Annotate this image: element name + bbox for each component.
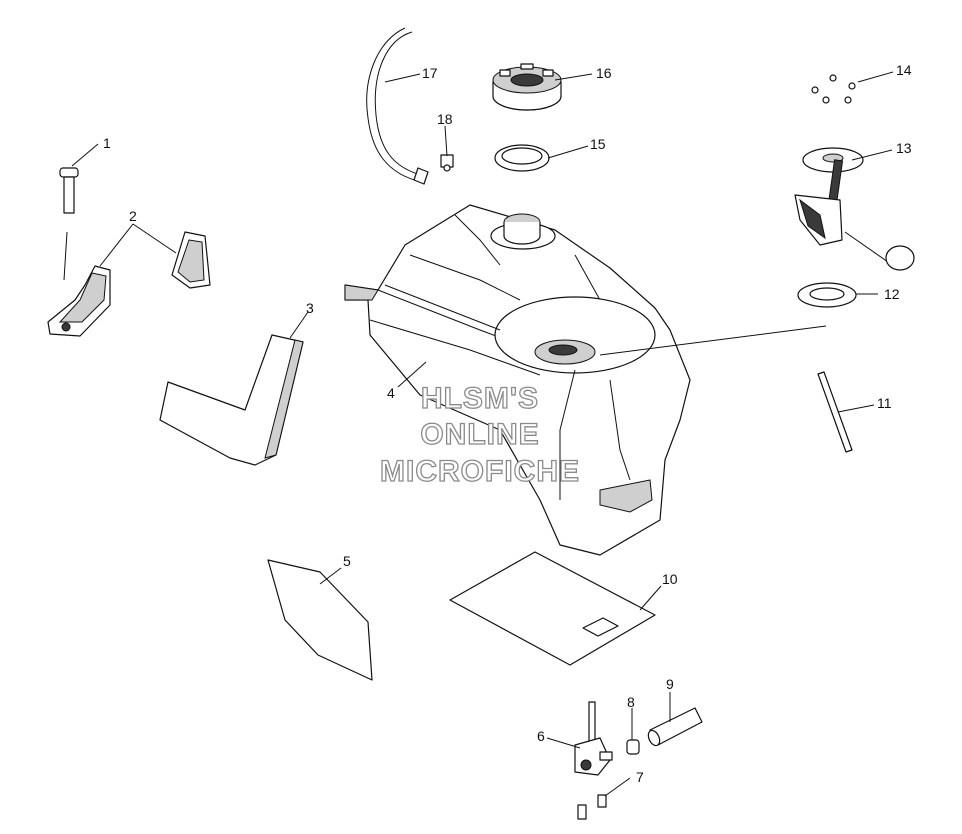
callout-10: 10 (662, 571, 678, 587)
part-5-panel (267, 559, 373, 681)
watermark-line-1: HLSM'S (421, 382, 539, 415)
callout-4: 4 (387, 385, 395, 401)
part-18-hose-clamp (440, 154, 454, 172)
callout-5: 5 (343, 553, 351, 569)
callout-18: 18 (437, 111, 453, 127)
callout-14: 14 (896, 62, 912, 78)
callout-7: 7 (636, 769, 644, 785)
callout-8: 8 (627, 694, 635, 710)
part-14-screws (811, 74, 856, 104)
part-17-fuel-line (366, 27, 429, 185)
part-13-fuel-sender (794, 147, 915, 271)
callout-15: 15 (590, 136, 606, 152)
callout-11: 11 (877, 395, 892, 411)
callout-3: 3 (306, 300, 314, 316)
callout-9: 9 (666, 676, 674, 692)
watermark-line-2: ONLINE (420, 418, 539, 451)
part-12-sender-gasket (797, 282, 857, 308)
callout-17: 17 (422, 65, 438, 81)
watermark: HLSM'S ONLINE MICROFICHE (379, 381, 580, 488)
part-16-fuel-cap (492, 63, 562, 111)
watermark-line-3: MICROFICHE (380, 455, 580, 488)
callout-16: 16 (596, 65, 612, 81)
part-3-pad (159, 334, 304, 466)
callout-6: 6 (537, 728, 545, 744)
part-11-rod (817, 371, 853, 453)
callout-2: 2 (129, 208, 137, 224)
part-2-mounting-brackets (47, 231, 211, 337)
leader-lines (71, 71, 894, 797)
part-1-bolt (59, 167, 79, 281)
part-7-screws (577, 794, 607, 820)
part-10-tank-pad (449, 551, 656, 666)
part-15-cap-gasket (494, 144, 550, 172)
callout-numbers: 1 2 3 4 5 6 7 8 9 10 11 12 13 14 15 16 1… (103, 62, 912, 785)
part-8-bushing (626, 739, 640, 755)
part-4-fuel-tank (344, 204, 691, 556)
callout-13: 13 (896, 140, 912, 156)
callout-1: 1 (103, 135, 111, 151)
callout-12: 12 (884, 286, 900, 302)
part-6-fuel-valve (574, 701, 613, 776)
part-9-hose (647, 707, 703, 747)
